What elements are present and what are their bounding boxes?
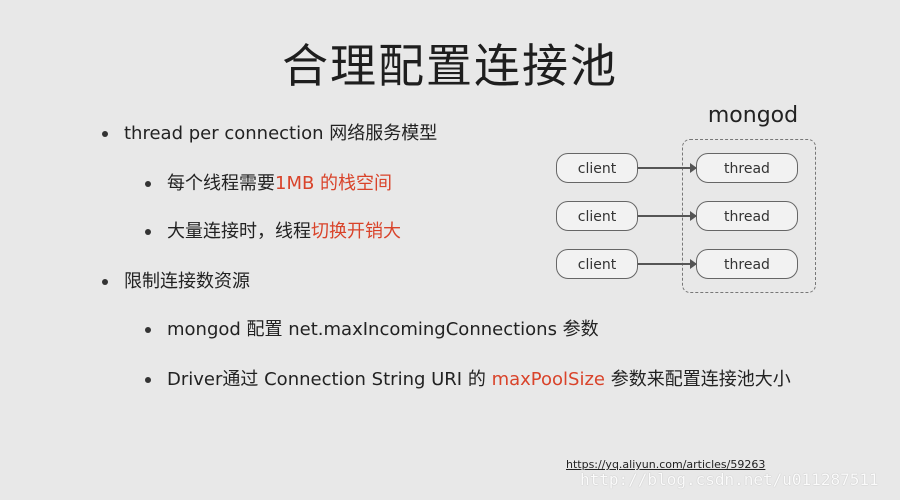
bullet-driver-pool: Driver通过 Connection String URI 的 maxPool… (145, 368, 827, 392)
thread-node: thread (696, 249, 798, 279)
client-node: client (556, 153, 638, 183)
bullet-mongod-config: mongod 配置 net.maxIncomingConnections 参数 (145, 318, 599, 342)
watermark: http://blog.csdn.net/u011287511 (580, 470, 879, 489)
bullet-text: mongod 配置 net.maxIncomingConnections 参数 (167, 319, 599, 340)
bullet-highlight: maxPoolSize (491, 369, 605, 390)
bullet-highlight: 1MB 的栈空间 (275, 173, 393, 194)
source-link[interactable]: https://yq.aliyun.com/articles/59263 (566, 458, 766, 471)
bullet-stack-space: 每个线程需要1MB 的栈空间 (145, 172, 393, 196)
connection-arrow (638, 259, 697, 269)
bullet-dot (145, 181, 151, 187)
connection-diagram: mongod client client client thread threa… (548, 95, 828, 305)
bullet-dot (145, 327, 151, 333)
bullet-text: 每个线程需要 (167, 173, 275, 194)
thread-node: thread (696, 153, 798, 183)
client-node: client (556, 201, 638, 231)
connection-arrow (638, 163, 697, 173)
bullet-text: 参数来配置连接池大小 (604, 369, 791, 390)
bullet-limit-connections: 限制连接数资源 (102, 270, 250, 294)
bullet-dot (145, 377, 151, 383)
bullet-dot (102, 131, 108, 137)
bullet-highlight: 切换开销大 (311, 221, 401, 242)
connection-arrow (638, 211, 697, 221)
mongod-label: mongod (707, 103, 799, 128)
bullet-text: 大量连接时，线程 (167, 221, 311, 242)
slide-title: 合理配置连接池 (282, 39, 618, 93)
client-node: client (556, 249, 638, 279)
bullet-switch-cost: 大量连接时，线程切换开销大 (145, 220, 401, 244)
bullet-text: Driver通过 Connection String URI 的 (167, 369, 492, 390)
bullet-dot (102, 279, 108, 285)
bullet-dot (145, 229, 151, 235)
thread-node: thread (696, 201, 798, 231)
bullet-text: 限制连接数资源 (124, 271, 250, 292)
bullet-text: thread per connection 网络服务模型 (124, 123, 438, 144)
bullet-thread-model: thread per connection 网络服务模型 (102, 122, 438, 146)
